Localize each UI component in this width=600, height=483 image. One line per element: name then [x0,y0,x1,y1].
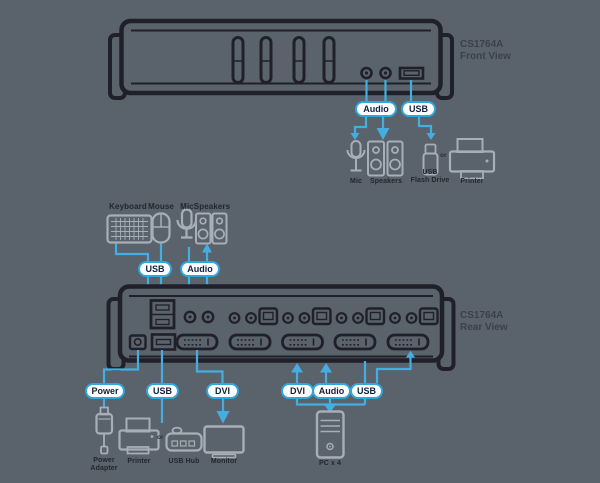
kvm-port-group [228,307,279,326]
arrow-usb-up [406,350,415,358]
printer-label: Printer [127,458,151,465]
dvi-left-pill: DVI [206,383,239,399]
console-audio-jacks [183,310,215,324]
power-jack [128,334,147,351]
rear-view-label: Rear View [460,321,508,333]
usb-flash-drive-icon [422,143,439,176]
console-usb-pill: USB [138,261,172,277]
usb-flash-label-line2: Flash Drive [410,177,450,184]
pc-label: PC x 4 [319,460,341,467]
keyboard-icon [106,214,153,244]
mouse-icon [151,212,171,244]
rear-usb-port [150,333,177,351]
arrow-to-flash-drive [426,133,436,140]
front-audio-pill: Audio [355,101,397,117]
kvm-port-group [335,307,386,326]
kvm-port-group [389,307,439,326]
mic-icon [176,208,198,239]
front-device-body [119,18,443,96]
printer-icon [118,417,160,455]
power-pill: Power [85,383,125,399]
dvi-port [281,333,324,351]
usb-right-pill: USB [350,383,383,399]
usb-hub-label: USB Hub [168,458,200,465]
keyboard-label: Keyboard [109,202,147,211]
printer-icon [448,138,496,180]
front-panel-device [108,18,454,100]
pc-tower-icon [315,410,345,459]
rear-panel-device [106,284,456,371]
arrow-audio-up [320,363,332,373]
or-label: or [440,152,447,159]
dvi-right-pill: DVI [281,383,314,399]
mouse-label: Mouse [148,202,174,211]
mic-icon [346,140,366,172]
arrow-to-speakers-up [202,243,212,253]
monitor-icon [203,425,245,459]
dvi-port [175,333,219,351]
arrow-to-pc [323,404,337,413]
speakers-label: Speakers [370,178,402,185]
front-audio-jacks [360,66,392,80]
or-label: or [157,434,164,441]
console-audio-pill: Audio [180,261,220,277]
power-adapter-icon [95,406,114,455]
front-model: CS1764A [460,39,504,50]
front-usb-port [398,66,425,80]
mic-label: Mic [180,202,194,211]
dvi-ports [175,333,430,351]
port-pushbuttons [231,36,336,84]
speakers-label: Speakers [193,202,231,211]
usb-hub-icon [165,426,203,452]
monitor-label: Monitor [210,458,238,465]
dvi-port [228,333,272,351]
usb-flash-label-line1: USB [422,169,438,176]
power-adapter-label-line2: Adapter [90,465,118,472]
arrow-to-monitor [216,411,230,424]
kvm-port-group [282,307,332,326]
kvm-port-groups [228,307,439,326]
mic-label: Mic [350,178,362,185]
audio-right-pill: Audio [312,383,351,399]
front-usb-pill: USB [401,101,436,117]
arrow-dvi-up [291,363,303,373]
rear-model: CS1764A [460,310,504,321]
console-usb-ports [149,299,176,330]
arrow-to-speakers [376,128,390,140]
usb-left-pill: USB [146,383,179,399]
front-view-label: Front View [460,50,511,62]
dvi-port [333,333,377,351]
power-adapter-label-line1: Power [93,457,115,464]
rear-view-caption: CS1764A Rear View [460,310,508,333]
printer-label: Printer [460,178,484,185]
arrow-to-mic [350,133,360,140]
front-view-caption: CS1764A Front View [460,39,511,62]
speakers-icon [195,212,228,245]
speakers-icon [367,140,404,177]
rear-device-body [117,284,445,363]
rear-callout-cables [102,350,415,424]
dvi-port [386,333,430,351]
front-callout-cables [350,80,436,140]
